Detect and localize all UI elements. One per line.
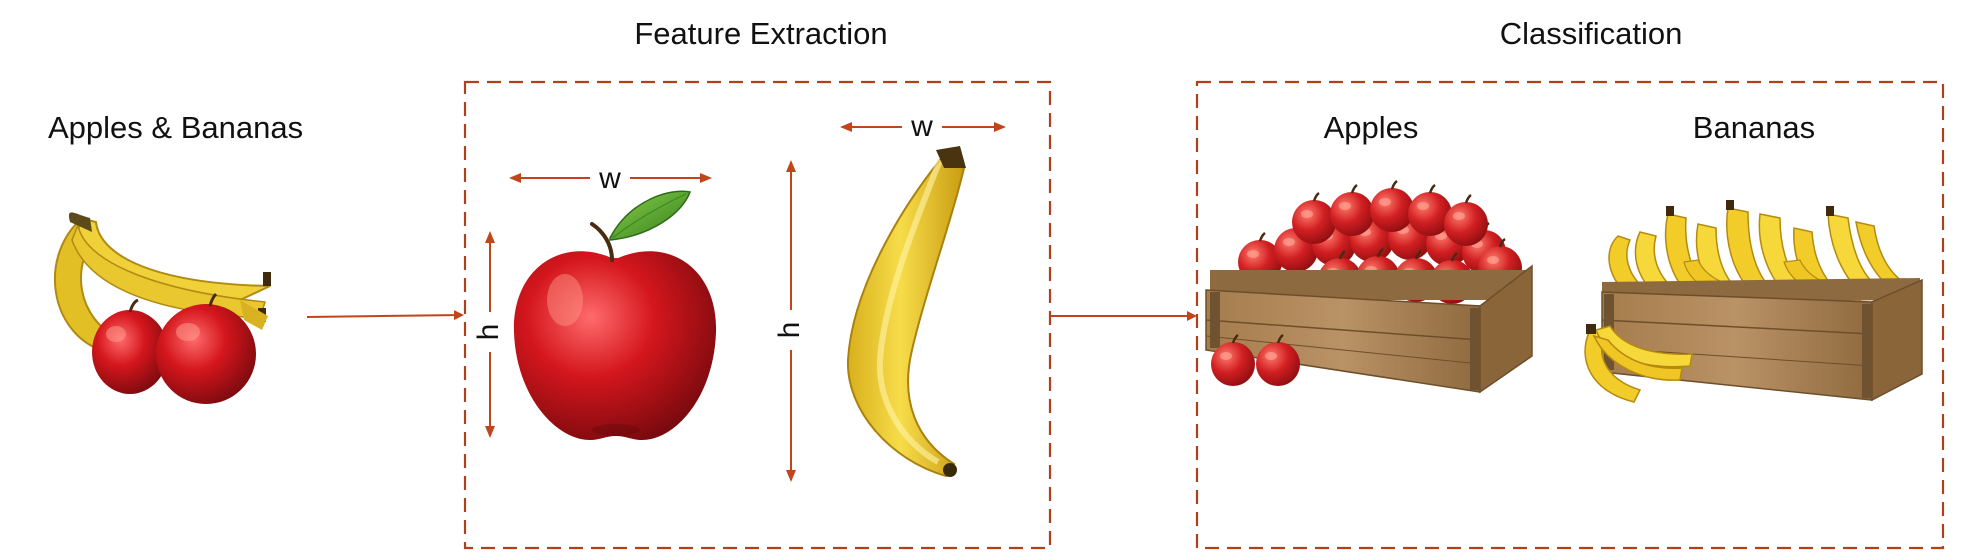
input-to-features-arrow <box>306 310 464 321</box>
banana-height-label: h <box>773 322 806 339</box>
apple-crate-illustration <box>1205 179 1533 394</box>
class-bananas-label: Bananas <box>1693 110 1815 145</box>
banana-bunch-illustration <box>53 212 271 352</box>
apple-height-label: h <box>472 324 505 341</box>
banana-illustration <box>846 146 966 478</box>
input-label: Apples & Bananas <box>48 110 303 145</box>
class-apples-label: Apples <box>1324 110 1419 145</box>
loose-banana-bunch <box>1584 324 1693 403</box>
banana-crate-illustration <box>1584 200 1923 403</box>
feature-extraction-box <box>463 80 1052 550</box>
apple-pair-illustration <box>92 292 256 404</box>
banana-width-label: w <box>910 110 933 143</box>
classification-box <box>1195 80 1945 550</box>
apple-width-label: w <box>598 162 621 195</box>
apple-illustration <box>513 190 717 440</box>
classification-title: Classification <box>1500 16 1683 51</box>
feature-extraction-title: Feature Extraction <box>634 16 887 51</box>
apples-bananas-image <box>53 212 271 404</box>
